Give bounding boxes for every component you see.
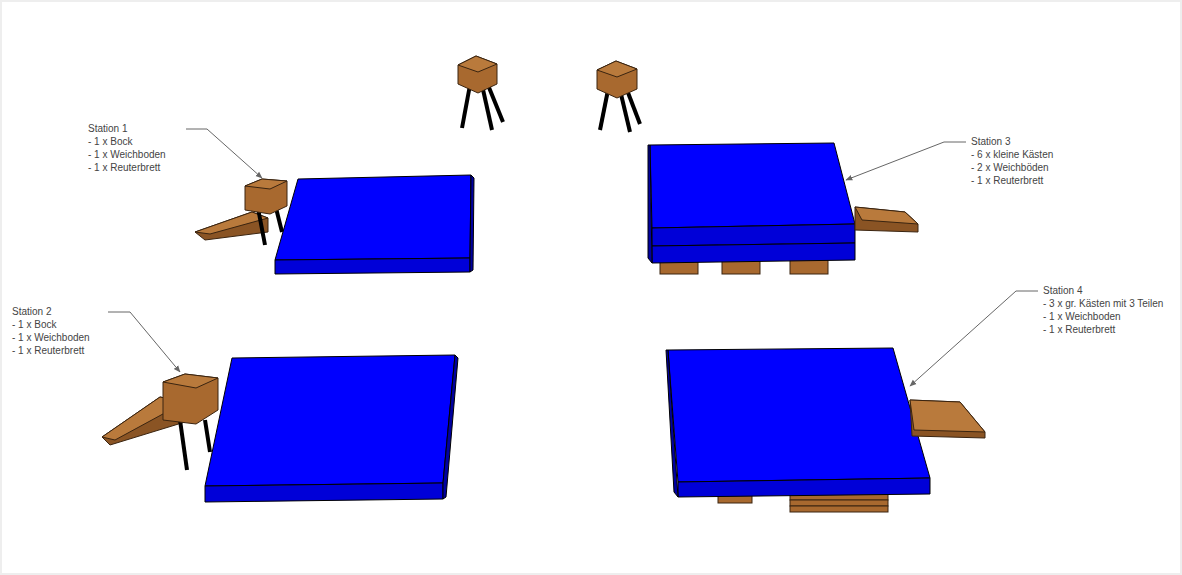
equipment-item: - 2 x Weichböden xyxy=(971,161,1053,174)
equipment-item: - 1 x Weichboden xyxy=(1043,310,1163,323)
weichboden xyxy=(275,175,474,274)
reuterbrett xyxy=(195,212,268,240)
leader-line xyxy=(846,142,966,180)
station-title: Station 3 xyxy=(971,135,1053,148)
bock xyxy=(180,420,210,470)
reuterbrett xyxy=(910,400,985,438)
equipment-item: - 1 x Reuterbrett xyxy=(12,344,90,357)
station-title: Station 2 xyxy=(12,305,90,318)
equipment-item: - 6 x kleine Kästen xyxy=(971,148,1053,161)
leader-lines xyxy=(108,129,1038,386)
station-callout: Station 2- 1 x Bock- 1 x Weichboden- 1 x… xyxy=(12,305,90,357)
bock xyxy=(597,61,640,132)
station-title: Station 1 xyxy=(88,122,166,135)
leader-line xyxy=(910,291,1038,386)
equipment-item: - 3 x gr. Kästen mit 3 Teilen xyxy=(1043,297,1163,310)
equipment-item: - 1 x Weichboden xyxy=(88,148,166,161)
equipment-item: - 1 x Bock xyxy=(12,318,90,331)
weichboden xyxy=(205,355,458,502)
leader-line xyxy=(186,129,262,178)
bock xyxy=(458,56,503,130)
bock-top xyxy=(245,179,287,214)
weichboden xyxy=(648,143,855,263)
weichboden xyxy=(666,348,930,497)
equipment-item: - 1 x Weichboden xyxy=(12,331,90,344)
equipment-item: - 1 x Reuterbrett xyxy=(88,161,166,174)
station-callout: Station 4- 3 x gr. Kästen mit 3 Teilen- … xyxy=(1043,284,1163,336)
leader-line xyxy=(108,312,180,372)
equipment-item: - 1 x Bock xyxy=(88,135,166,148)
equipment-item: - 1 x Reuterbrett xyxy=(1043,323,1163,336)
station-title: Station 4 xyxy=(1043,284,1163,297)
reuterbrett xyxy=(855,207,918,232)
equipment-item: - 1 x Reuterbrett xyxy=(971,174,1053,187)
bock-top xyxy=(163,374,218,424)
station-callout: Station 1- 1 x Bock- 1 x Weichboden- 1 x… xyxy=(88,122,166,174)
station-callout: Station 3- 6 x kleine Kästen- 2 x Weichb… xyxy=(971,135,1053,187)
